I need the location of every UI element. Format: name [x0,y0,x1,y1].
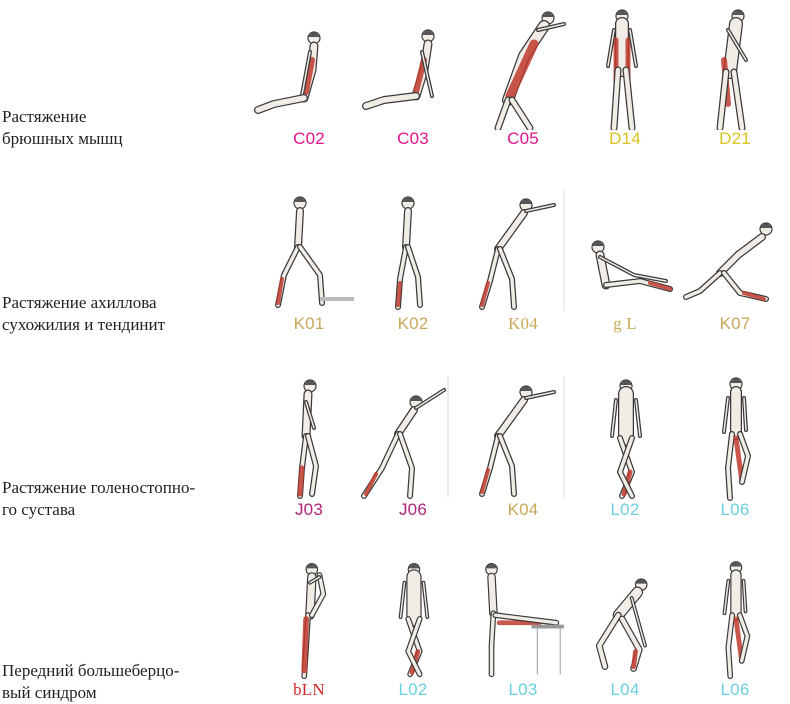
row-shin-splints: Передний большеберцо- вый синдром bLN L0… [0,556,790,704]
exercise-cell: K04 [468,372,578,532]
exercise-cell: bLN [254,556,364,704]
exercise-cell: C02 [254,0,364,160]
exercise-figure [301,563,327,680]
exercise-cell: L04 [570,556,680,704]
exercise-code: D21 [719,129,751,148]
exercise-figure [610,379,642,499]
exercise-code: K07 [719,314,751,333]
row-label-line: сухожилия и тендинит [2,315,166,334]
exercise-figure [297,379,319,499]
exercise-cell: L03 [468,556,578,704]
row-label-line: Растяжение голеностопно- [2,478,196,497]
exercise-cell: D14 [570,0,680,160]
exercise-code: J06 [398,500,427,519]
row-label-line: Растяжение ахиллова [2,293,157,312]
exercise-figure [722,561,751,680]
exercise-figure [485,563,565,678]
exercise-cell: K02 [358,185,468,345]
row-ankle: Растяжение голеностопно- го сустава J03 … [0,372,790,532]
exercise-figure [606,9,638,130]
exercise-figure [479,376,565,498]
exercise-code: K01 [293,314,325,333]
exercise-figure [254,31,321,114]
exercise-figure [683,222,773,302]
exercise-code: C03 [397,129,429,148]
row-label: Растяжение голеностопно- го сустава [2,477,252,521]
exercise-figure [362,29,435,110]
exercise-figure [722,377,751,501]
exercise-code: J03 [294,500,323,519]
exercise-cell: K01 [254,185,364,345]
exercise-cell: L02 [570,372,680,532]
row-label: Растяжение ахиллова сухожилия и тендинит [2,292,252,336]
row-label-line: брюшных мышц [2,129,123,148]
row-label-line: вый синдром [2,683,97,702]
exercise-cell: D21 [680,0,790,160]
exercise-code: K04 [507,500,539,519]
exercise-cell: L06 [680,556,790,704]
exercise-code: bLN [293,680,325,699]
exercise-code: K04 [508,314,538,333]
exercise-cell: C05 [468,0,578,160]
row-label-line: го сустава [2,500,76,519]
row-achilles: Растяжение ахиллова сухожилия и тендинит… [0,185,790,345]
exercise-cell: J03 [254,372,364,532]
exercise-code: g L [613,314,637,333]
exercise-cell: K04 [468,185,578,345]
row-label: Растяжение брюшных мышц [2,106,252,150]
exercise-code: C02 [293,129,325,148]
exercise-cell: g L [570,185,680,345]
exercise-figure [595,578,648,672]
exercise-cell: L02 [358,556,468,704]
exercise-figure [275,196,354,308]
exercise-cell: J06 [358,372,468,532]
exercise-code: L06 [720,680,750,699]
exercise-figure [479,189,565,311]
row-label-line: Растяжение [2,107,87,126]
exercise-code: D14 [609,129,641,148]
exercise-figure [494,11,566,130]
exercise-code: L03 [508,680,538,699]
row-label: Передний большеберцо- вый синдром [2,660,252,704]
exercise-code: L04 [610,680,640,699]
exercise-cell: K07 [680,185,790,345]
exercise-figure [591,240,673,292]
exercise-code: L06 [720,500,750,519]
exercise-code: L02 [610,500,640,519]
exercise-figure [361,376,449,499]
exercise-figure [395,196,423,310]
exercise-cell: L06 [680,372,790,532]
row-abdominal: Растяжение брюшных мышц C02 C03 C05 D14 … [0,0,790,160]
exercise-code: C05 [507,129,539,148]
exercise-code: K02 [397,314,429,333]
exercise-figure [398,563,430,678]
exercise-code: L02 [398,680,428,699]
exercise-cell: C03 [358,0,468,160]
exercise-figure [716,9,748,130]
row-label-line: Передний большеберцо- [2,661,180,680]
